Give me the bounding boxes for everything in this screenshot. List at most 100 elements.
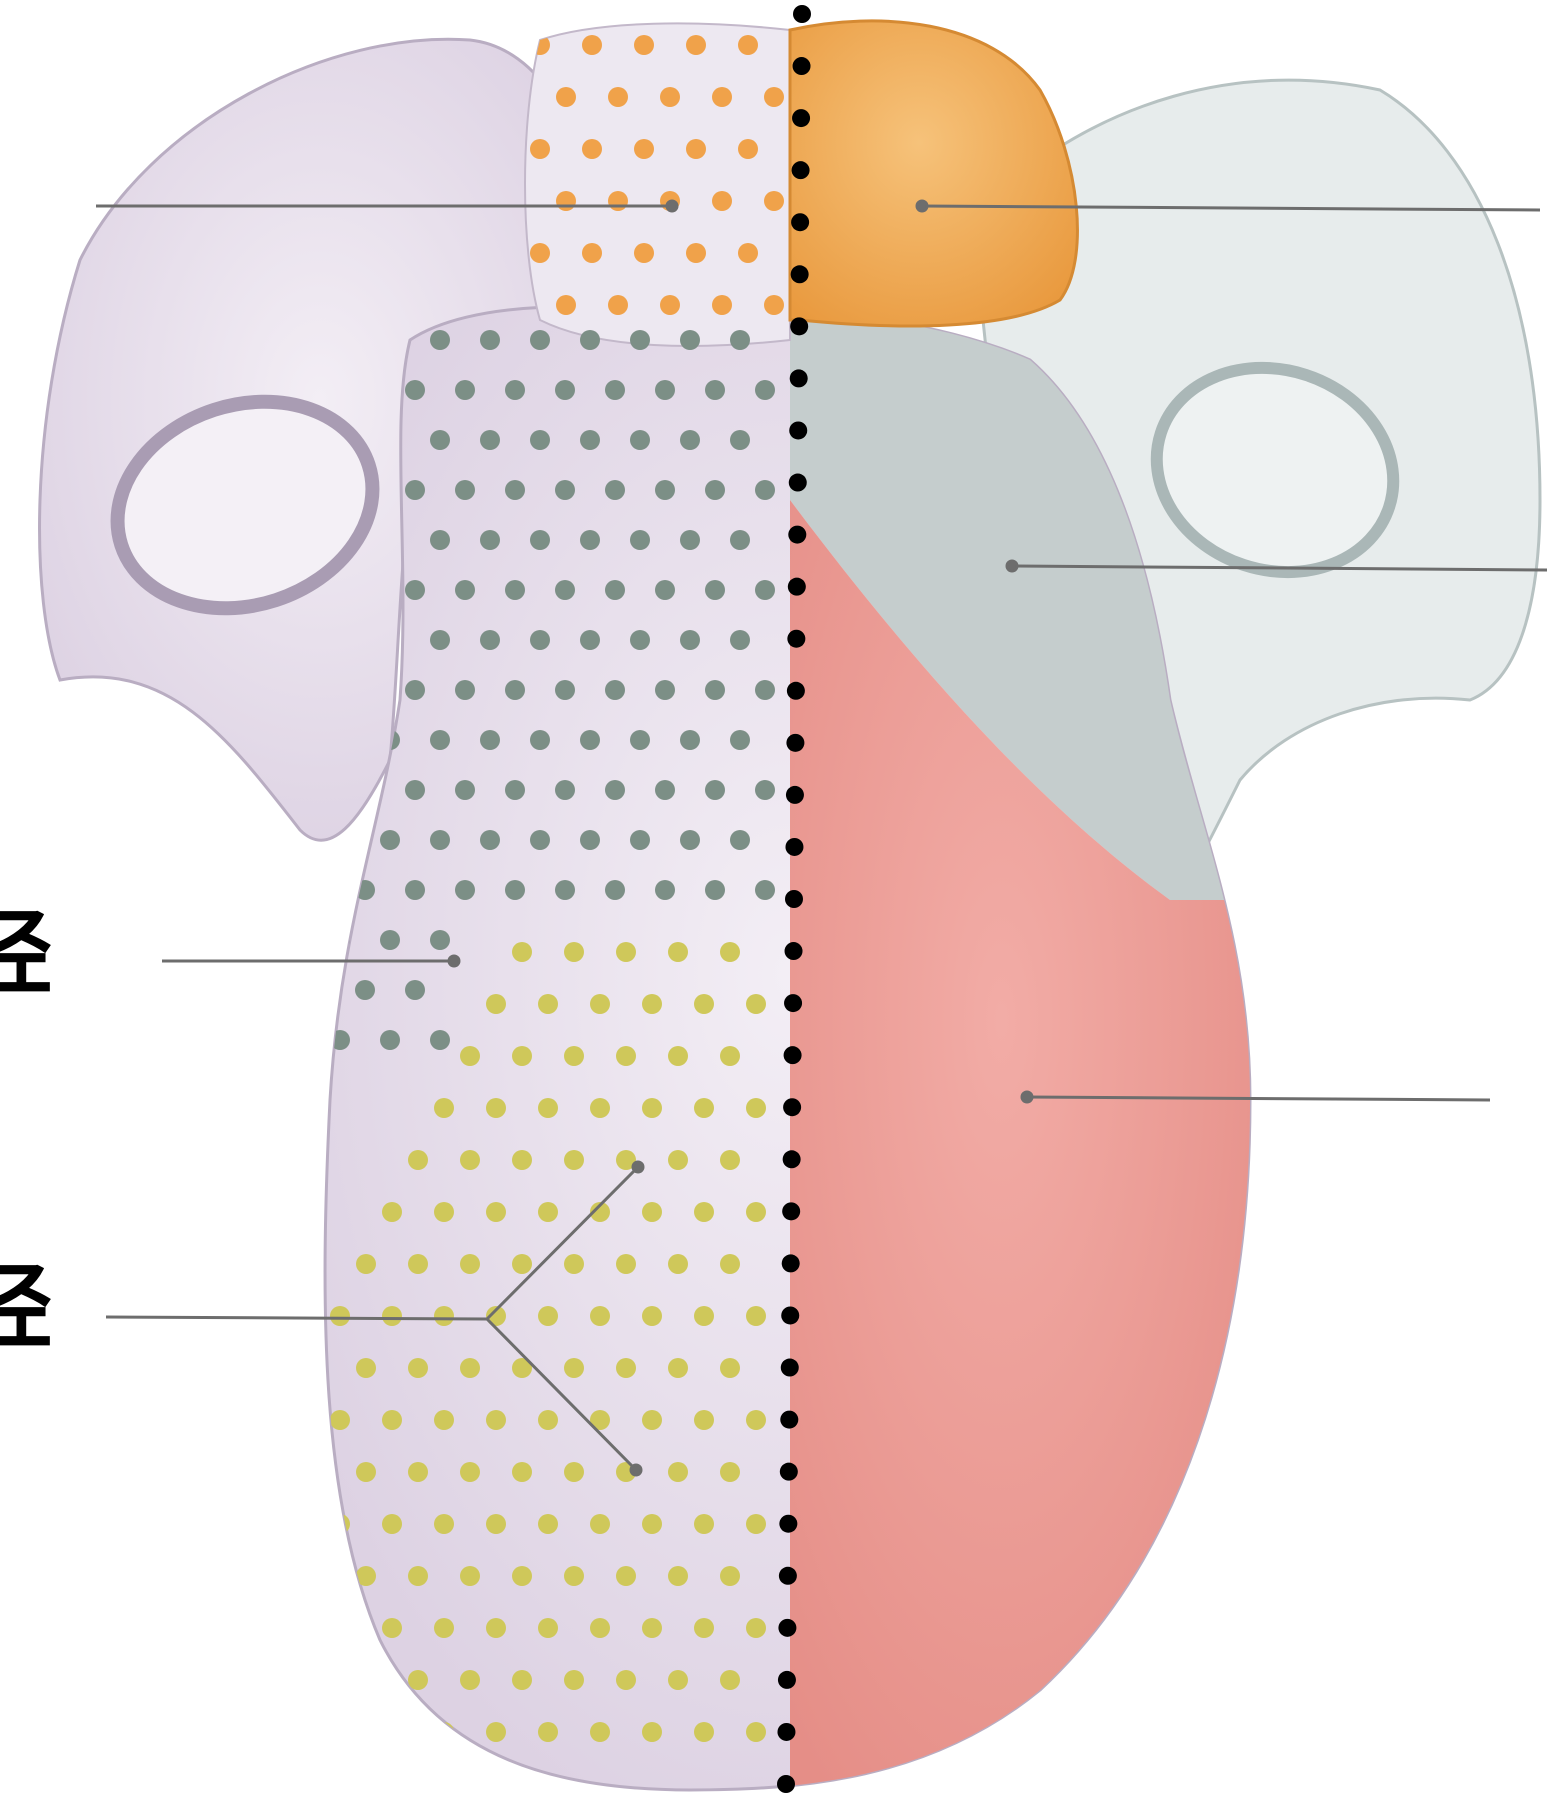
posterior-dot <box>505 580 525 600</box>
midline-dot <box>778 1671 796 1689</box>
anterior-dot <box>538 1202 558 1222</box>
midline-dot <box>792 109 810 127</box>
posterior-dot <box>430 930 450 950</box>
epiglottis-right-half <box>790 21 1077 326</box>
anterior-dot <box>486 1618 506 1638</box>
anterior-dot <box>642 1618 662 1638</box>
leader-anterior-left-tip-lower <box>631 1465 641 1475</box>
posterior-dot <box>455 680 475 700</box>
posterior-dot <box>755 680 775 700</box>
midline-dot <box>783 1098 801 1116</box>
anterior-dot <box>694 1306 714 1326</box>
posterior-dot <box>580 430 600 450</box>
anterior-dot <box>642 1514 662 1534</box>
posterior-dot <box>555 680 575 700</box>
posterior-dot <box>680 530 700 550</box>
midline-dot <box>777 1775 795 1793</box>
posterior-dot <box>755 780 775 800</box>
epiglottis-dot <box>660 295 680 315</box>
anterior-dot <box>668 1046 688 1066</box>
anterior-dot <box>616 1566 636 1586</box>
anterior-dot <box>694 1410 714 1430</box>
midline-dot <box>789 474 807 492</box>
posterior-dot <box>430 330 450 350</box>
posterior-dot <box>705 480 725 500</box>
anterior-dot <box>408 1566 428 1586</box>
edge-glyph-upper: 经 <box>0 908 52 1000</box>
leader-anterior-left-tip-upper <box>633 1162 643 1172</box>
anterior-dot <box>538 1410 558 1430</box>
posterior-dot <box>480 430 500 450</box>
posterior-dot <box>630 530 650 550</box>
anterior-dot <box>538 1306 558 1326</box>
posterior-dot <box>555 880 575 900</box>
posterior-dot <box>730 330 750 350</box>
anterior-dot <box>746 1098 766 1118</box>
anterior-dot <box>720 1046 740 1066</box>
anterior-dot <box>720 1462 740 1482</box>
posterior-dot <box>380 1030 400 1050</box>
epiglottis-dot <box>608 87 628 107</box>
posterior-dot <box>680 730 700 750</box>
epiglottis-dot <box>686 35 706 55</box>
midline-dot <box>786 734 804 752</box>
anterior-dot <box>668 1462 688 1482</box>
posterior-dot <box>405 980 425 1000</box>
midline-dot <box>785 838 803 856</box>
anterior-dot <box>720 942 740 962</box>
anterior-dot <box>668 1150 688 1170</box>
posterior-dot <box>605 680 625 700</box>
posterior-dot <box>705 580 725 600</box>
anterior-dot <box>668 942 688 962</box>
posterior-dot <box>530 830 550 850</box>
anterior-dot <box>616 1670 636 1690</box>
epiglottis-dot <box>582 35 602 55</box>
anterior-dot <box>538 1098 558 1118</box>
anterior-dot <box>512 1046 532 1066</box>
anterior-dot <box>382 1202 402 1222</box>
epiglottis-dot <box>530 243 550 263</box>
anterior-dot <box>330 1514 350 1534</box>
midline-dot <box>791 265 809 283</box>
anterior-dot <box>408 1150 428 1170</box>
anterior-dot <box>746 1306 766 1326</box>
anterior-dot <box>590 1514 610 1534</box>
posterior-dot <box>430 1030 450 1050</box>
anterior-dot <box>434 1618 454 1638</box>
posterior-dot <box>480 530 500 550</box>
posterior-dot <box>355 980 375 1000</box>
anterior-dot <box>486 1514 506 1534</box>
posterior-dot <box>655 380 675 400</box>
midline-dot <box>780 1411 798 1429</box>
posterior-dot <box>630 630 650 650</box>
posterior-dot <box>430 530 450 550</box>
posterior-dot <box>405 480 425 500</box>
anterior-dot <box>590 1618 610 1638</box>
anterior-dot <box>564 1462 584 1482</box>
posterior-dot <box>505 680 525 700</box>
posterior-dot <box>405 780 425 800</box>
anterior-dot <box>538 1618 558 1638</box>
edge-glyph-lower: 经 <box>0 1262 52 1354</box>
epiglottis-dot <box>738 35 758 55</box>
posterior-dot <box>330 930 350 950</box>
anterior-dot <box>642 1722 662 1742</box>
posterior-dot <box>730 730 750 750</box>
posterior-dot <box>455 880 475 900</box>
epiglottis-dot <box>556 191 576 211</box>
anterior-dot <box>590 994 610 1014</box>
epiglottis-dot <box>660 87 680 107</box>
midline-dot <box>777 1723 795 1741</box>
leader-epiglottis-left-tip <box>667 201 677 211</box>
posterior-dot <box>380 930 400 950</box>
posterior-dot <box>455 480 475 500</box>
anterior-dot <box>746 994 766 1014</box>
posterior-dot <box>455 380 475 400</box>
epiglottis-dot <box>530 139 550 159</box>
anterior-dot <box>668 1670 688 1690</box>
posterior-dot <box>455 580 475 600</box>
anterior-dot <box>460 1358 480 1378</box>
anterior-dot <box>642 1410 662 1430</box>
epiglottis-dot <box>764 191 784 211</box>
posterior-dot <box>755 380 775 400</box>
